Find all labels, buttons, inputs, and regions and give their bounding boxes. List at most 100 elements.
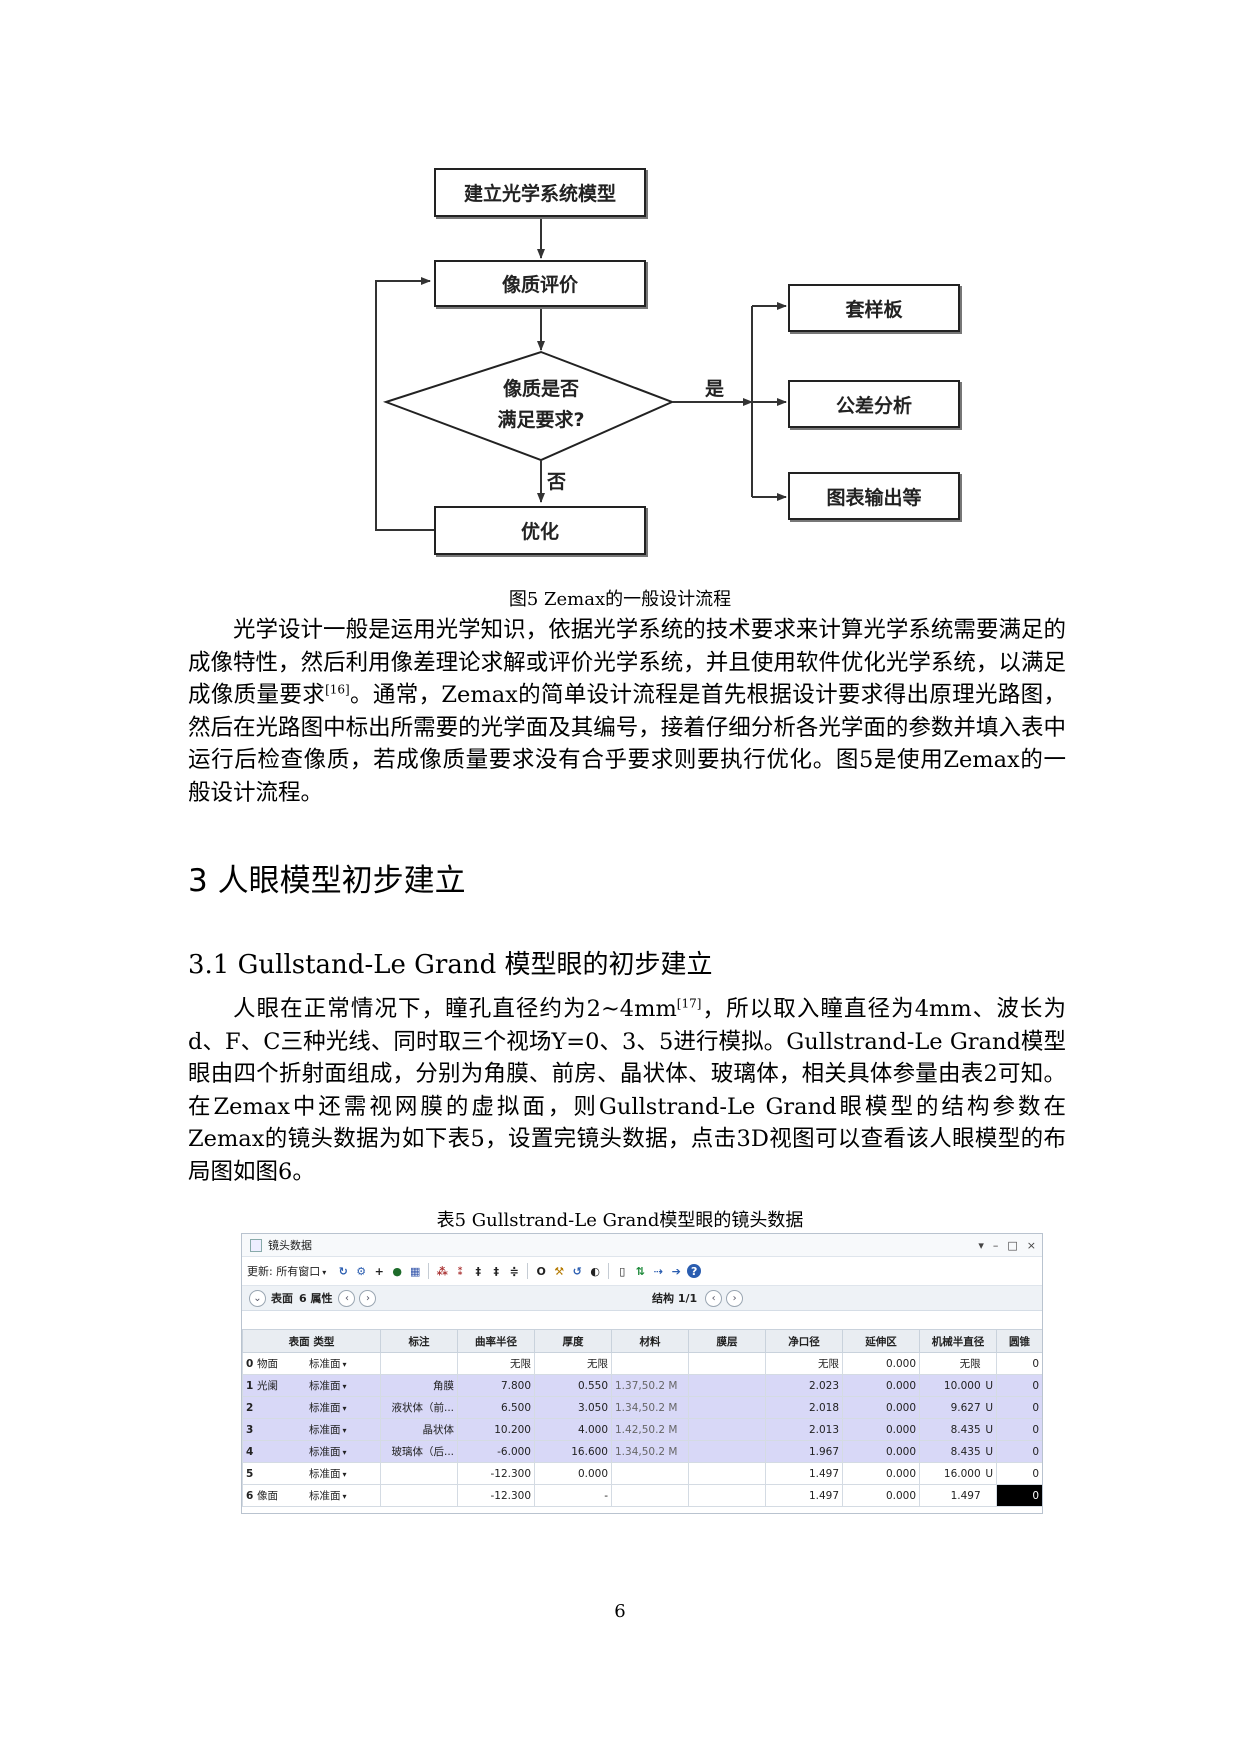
lens-icon[interactable]: ◐: [590, 1264, 601, 1278]
mech-semi-dia-cell[interactable]: 16.000 U: [919, 1462, 997, 1485]
column-header[interactable]: 膜层: [688, 1329, 766, 1353]
dropdown-icon[interactable]: ▾: [978, 1238, 984, 1252]
clear-semi-dia-cell[interactable]: 1.497: [765, 1484, 843, 1507]
material-cell[interactable]: [611, 1352, 689, 1375]
conic-cell[interactable]: 0: [996, 1374, 1042, 1397]
chip-zone-cell[interactable]: 0.000: [842, 1374, 920, 1397]
surface-type-cell[interactable]: 4 标准面▾: [242, 1440, 381, 1463]
chip-zone-cell[interactable]: 0.000: [842, 1484, 920, 1507]
conic-cell[interactable]: 0: [996, 1484, 1042, 1507]
chip-zone-cell[interactable]: 0.000: [842, 1462, 920, 1485]
surface-type-cell[interactable]: 6 像面标准面▾: [242, 1484, 381, 1507]
next-config-button[interactable]: ›: [726, 1289, 744, 1307]
mech-semi-dia-cell[interactable]: 8.435 U: [919, 1418, 997, 1441]
comment-cell[interactable]: 晶状体: [380, 1418, 458, 1441]
thickness-cell[interactable]: -: [534, 1484, 612, 1507]
grid-icon[interactable]: ▦: [410, 1264, 421, 1278]
forward-icon[interactable]: ⇢: [653, 1264, 663, 1278]
conic-cell[interactable]: 0: [996, 1462, 1042, 1485]
clear-semi-dia-cell[interactable]: 2.018: [765, 1396, 843, 1419]
column-header[interactable]: 延伸区: [842, 1329, 920, 1353]
expand-surface-properties-button[interactable]: ⌄: [249, 1289, 266, 1307]
material-cell[interactable]: [611, 1462, 689, 1485]
coating-cell[interactable]: [688, 1396, 766, 1419]
page-icon[interactable]: ▯: [619, 1264, 626, 1278]
update-all-windows-dropdown[interactable]: 更新: 所有窗口▾: [247, 1263, 326, 1279]
column-header[interactable]: 标注: [380, 1329, 458, 1353]
chip-zone-cell[interactable]: 0.000: [842, 1418, 920, 1441]
clear-semi-dia-cell[interactable]: 2.023: [765, 1374, 843, 1397]
add-surface-icon[interactable]: +: [374, 1264, 384, 1278]
column-header[interactable]: 圆锥: [996, 1329, 1042, 1353]
chip-zone-cell[interactable]: 0.000: [842, 1396, 920, 1419]
mech-semi-dia-cell[interactable]: 无限: [919, 1352, 997, 1375]
thickness-cell[interactable]: 4.000: [534, 1418, 612, 1441]
ray-trace-icon[interactable]: ⁑: [457, 1264, 464, 1278]
chip-zone-cell[interactable]: 0.000: [842, 1352, 920, 1375]
surface-type-cell[interactable]: 2 标准面▾: [242, 1396, 381, 1419]
globe-icon[interactable]: ●: [392, 1264, 403, 1278]
comment-cell[interactable]: 液状体（前...: [380, 1396, 458, 1419]
clear-semi-dia-cell[interactable]: 1.497: [765, 1462, 843, 1485]
chip-zone-cell[interactable]: 0.000: [842, 1440, 920, 1463]
radius-cell[interactable]: -6.000: [457, 1440, 535, 1463]
coating-cell[interactable]: [688, 1462, 766, 1485]
clear-semi-dia-cell[interactable]: 无限: [765, 1352, 843, 1375]
material-cell[interactable]: 1.34,50.2 M: [611, 1440, 689, 1463]
material-cell[interactable]: [611, 1484, 689, 1507]
clear-semi-dia-cell[interactable]: 2.013: [765, 1418, 843, 1441]
settings-icon[interactable]: ⚙: [356, 1264, 367, 1278]
radius-cell[interactable]: 无限: [457, 1352, 535, 1375]
next-icon[interactable]: ➔: [671, 1264, 681, 1278]
material-cell[interactable]: 1.42,50.2 M: [611, 1418, 689, 1441]
column-header[interactable]: 机械半直径: [919, 1329, 997, 1353]
coating-cell[interactable]: [688, 1418, 766, 1441]
coating-cell[interactable]: [688, 1440, 766, 1463]
radius-cell[interactable]: -12.300: [457, 1462, 535, 1485]
wrench-icon[interactable]: ⚒: [554, 1264, 565, 1278]
column-header[interactable]: 表面 类型: [242, 1329, 381, 1353]
comment-cell[interactable]: [380, 1462, 458, 1485]
circle-icon[interactable]: O: [536, 1264, 546, 1278]
radius-cell[interactable]: 10.200: [457, 1418, 535, 1441]
comment-cell[interactable]: [380, 1352, 458, 1375]
radius-cell[interactable]: 7.800: [457, 1374, 535, 1397]
radius-cell[interactable]: 6.500: [457, 1396, 535, 1419]
coating-cell[interactable]: [688, 1374, 766, 1397]
conic-cell[interactable]: 0: [996, 1440, 1042, 1463]
close-icon[interactable]: ×: [1026, 1238, 1036, 1252]
mech-semi-dia-cell[interactable]: 8.435 U: [919, 1440, 997, 1463]
swap-icon[interactable]: ⇅: [635, 1264, 645, 1278]
comment-cell[interactable]: [380, 1484, 458, 1507]
coating-cell[interactable]: [688, 1484, 766, 1507]
material-cell[interactable]: 1.37,50.2 M: [611, 1374, 689, 1397]
mech-semi-dia-cell[interactable]: 1.497: [919, 1484, 997, 1507]
conic-cell[interactable]: 0: [996, 1396, 1042, 1419]
surface-type-cell[interactable]: 1 光阑标准面▾: [242, 1374, 381, 1397]
surface-type-cell[interactable]: 3 标准面▾: [242, 1418, 381, 1441]
previous-config-button[interactable]: ‹: [705, 1289, 723, 1307]
material-cell[interactable]: 1.34,50.2 M: [611, 1396, 689, 1419]
thickness-cell[interactable]: 16.600: [534, 1440, 612, 1463]
thickness-cell[interactable]: 无限: [534, 1352, 612, 1375]
thickness-cell[interactable]: 0.550: [534, 1374, 612, 1397]
column-header[interactable]: 曲率半径: [457, 1329, 535, 1353]
maximize-icon[interactable]: □: [1007, 1238, 1018, 1252]
thickness-cell[interactable]: 0.000: [534, 1462, 612, 1485]
thickness-cell[interactable]: 3.050: [534, 1396, 612, 1419]
comment-cell[interactable]: 角膜: [380, 1374, 458, 1397]
variable-icon[interactable]: ‡: [493, 1264, 499, 1278]
next-surface-button[interactable]: ›: [359, 1289, 377, 1307]
coating-cell[interactable]: [688, 1352, 766, 1375]
solve-icon[interactable]: ‡: [475, 1264, 481, 1278]
previous-surface-button[interactable]: ‹: [338, 1289, 356, 1307]
conic-cell[interactable]: 0: [996, 1418, 1042, 1441]
mech-semi-dia-cell[interactable]: 10.000 U: [919, 1374, 997, 1397]
